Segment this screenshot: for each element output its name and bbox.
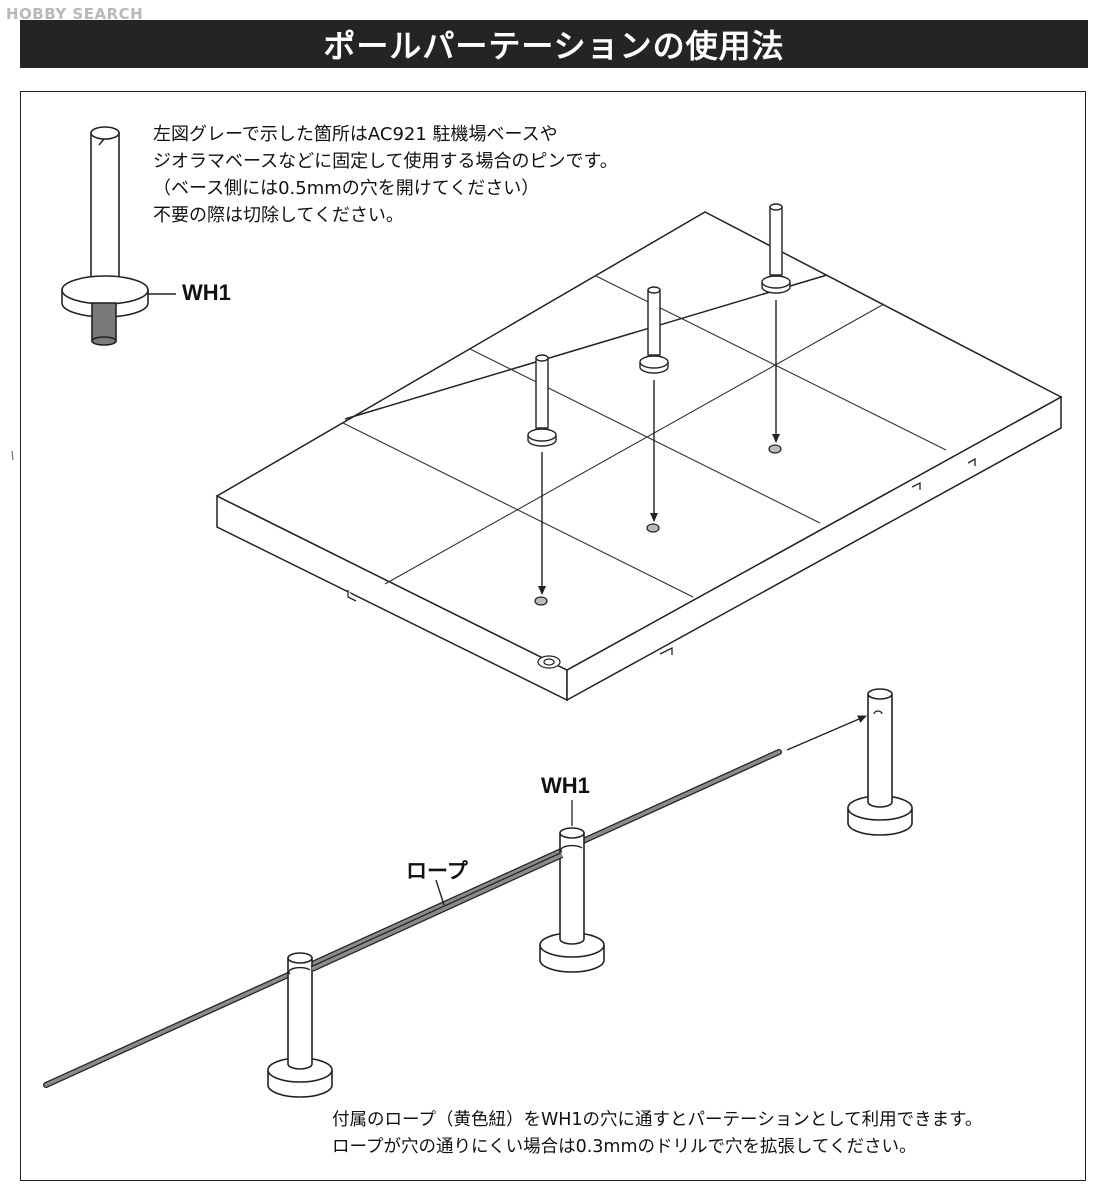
instruction-frame <box>20 91 1086 1181</box>
gray-pin-highlight <box>91 302 117 342</box>
rope <box>43 715 867 1088</box>
rope-note-line-2: ロープが穴の通りにくい場合は0.3mmのドリルで穴を拡張してください。 <box>332 1137 917 1157</box>
pin-note-text: 左図グレーで示した箇所はAC921 駐機場ベースや ジオラマベースなどに固定して… <box>153 121 618 229</box>
rope-note-line-1: 付属のロープ（黄色紐）をWH1の穴に通すとパーテーションとして利用できます。 <box>332 1110 983 1130</box>
page-title: ポールパーテーションの使用法 <box>323 27 785 65</box>
plate-holes <box>534 444 782 669</box>
rope-label: ロープ <box>406 859 468 883</box>
pin-note-line-2: ジオラマベースなどに固定して使用する場合のピンです。 <box>153 151 618 172</box>
part-label-wh1-post: WH1 <box>541 773 590 798</box>
pin-note-line-3: （ベース側には0.5mmの穴を開けてください） <box>153 178 540 199</box>
header-bar: ポールパーテーションの使用法 <box>20 20 1088 68</box>
detail-pin <box>61 126 176 346</box>
plate-grid <box>342 275 947 598</box>
part-label-wh1-detail: WH1 <box>182 280 231 305</box>
base-plate <box>215 211 1063 702</box>
hobby-search-watermark: HOBBY SEARCH <box>6 5 144 23</box>
rope-front <box>310 852 564 972</box>
pin-note-line-1: 左図グレーで示した箇所はAC921 駐機場ベースや <box>153 124 558 145</box>
rope-note-text: 付属のロープ（黄色紐）をWH1の穴に通すとパーテーションとして利用できます。 ロ… <box>332 1107 982 1161</box>
partition-posts <box>267 688 913 1098</box>
plate-pins <box>527 203 791 595</box>
pin-note-line-4: 不要の際は切除してください。 <box>153 205 404 226</box>
